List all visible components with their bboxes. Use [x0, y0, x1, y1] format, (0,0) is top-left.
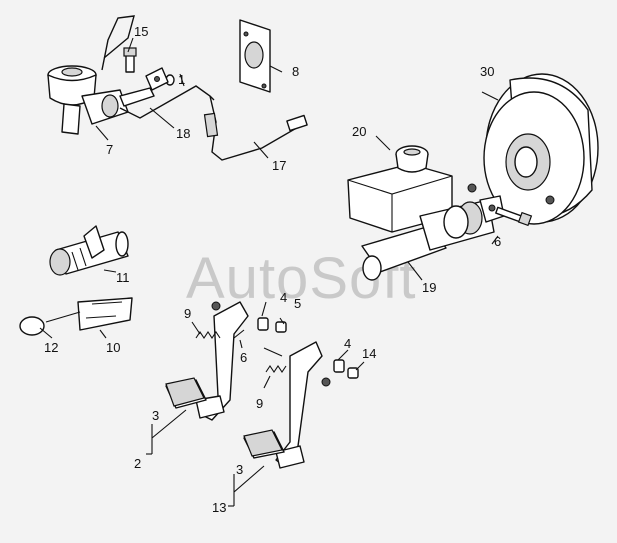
- callout-15: 15: [134, 24, 148, 39]
- return-spring-lower: [265, 365, 287, 373]
- clutch-pipe-18: [101, 15, 215, 119]
- callout-18: 18: [176, 126, 190, 141]
- callout-11: 11: [116, 270, 130, 285]
- callout-6-upper: 6: [494, 234, 501, 249]
- leader-lines: [39, 37, 499, 507]
- callout-20: 20: [352, 124, 366, 139]
- callout-14: 14: [362, 346, 376, 361]
- pivot-bolt-6: [233, 329, 245, 339]
- banjo-bolt: [123, 47, 137, 73]
- pedal-pads: [165, 377, 283, 457]
- bolt-6-upper: [495, 206, 533, 227]
- callout-4-upper: 4: [280, 290, 287, 305]
- callout-5: 5: [294, 296, 301, 311]
- brake-master-cylinder: [361, 195, 505, 281]
- callout-7: 7: [106, 142, 113, 157]
- nut-lower: [321, 377, 331, 387]
- callout-8: 8: [292, 64, 299, 79]
- callout-4-lower: 4: [344, 336, 351, 351]
- release-fork: [19, 297, 133, 336]
- callout-2: 2: [134, 456, 141, 471]
- callout-13: 13: [212, 500, 226, 515]
- brake-reservoir: [347, 145, 477, 233]
- pushrod-yoke: [145, 67, 169, 91]
- bushings-upper: [257, 317, 287, 333]
- callout-3-lower: 3: [236, 462, 243, 477]
- return-spring-upper: [195, 331, 221, 339]
- callout-17: 17: [272, 158, 286, 173]
- callout-9-upper: 9: [184, 306, 191, 321]
- callout-30: 30: [480, 64, 494, 79]
- nut-upper: [211, 301, 221, 311]
- callout-10: 10: [106, 340, 120, 355]
- callout-1: 1: [178, 72, 185, 87]
- clutch-master-cylinder: [47, 65, 155, 135]
- clutch-slave-cylinder: [49, 225, 129, 276]
- callout-19: 19: [422, 280, 436, 295]
- callout-12: 12: [44, 340, 58, 355]
- callout-9-lower: 9: [256, 396, 263, 411]
- pivot-bolt-lower: [263, 347, 283, 357]
- bushings-lower: [333, 359, 359, 379]
- gasket-plate: [239, 19, 271, 93]
- callouts: 15 8 1 7 18 17 30 20 6 11 19 9 4 5 6 12 …: [44, 24, 501, 515]
- clutch-hose-17: [203, 95, 308, 161]
- brake-booster: [483, 73, 599, 225]
- callout-6-lower: 6: [240, 350, 247, 365]
- callout-3-upper: 3: [152, 408, 159, 423]
